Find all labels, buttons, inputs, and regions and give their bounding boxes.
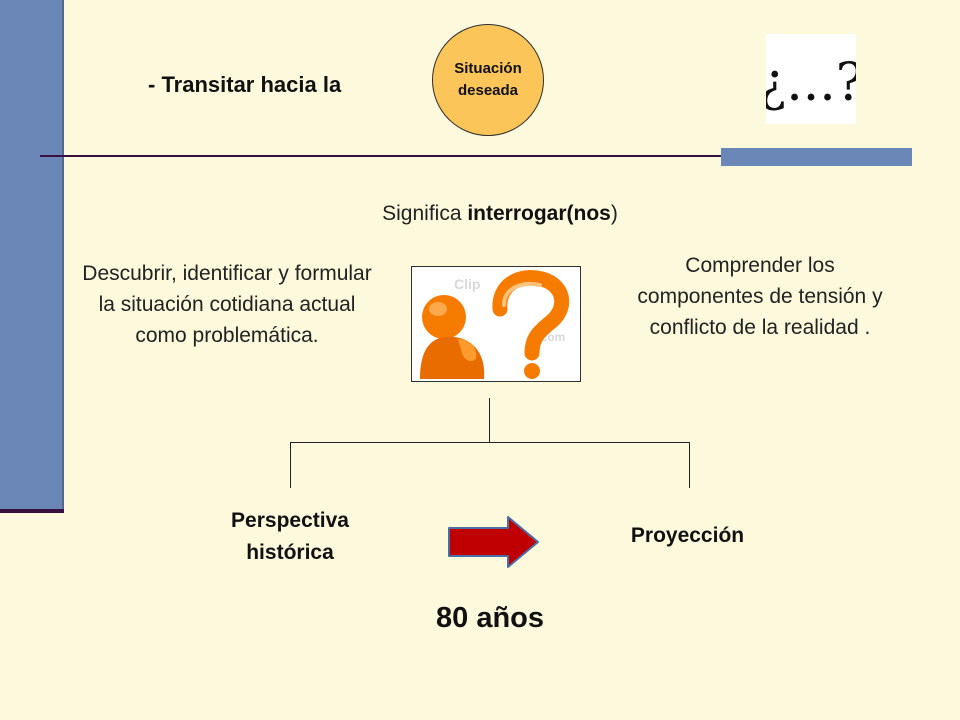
perspectiva-historica-label: Perspectiva histórica <box>200 505 380 569</box>
subtitle-prefix: Significa <box>382 202 468 225</box>
left-description: Descubrir, identificar y formular la sit… <box>82 262 372 347</box>
situacion-deseada-circle: Situación deseada <box>432 24 544 136</box>
left-accent-bar <box>0 0 64 510</box>
tree-horizontal-line <box>290 442 690 443</box>
right-arrow-icon <box>446 514 540 570</box>
circle-label-line2: deseada <box>457 82 519 99</box>
subtitle: Significa interrogar(nos) <box>200 202 800 226</box>
lead-text: - Transitar hacia la <box>148 72 342 97</box>
perspectiva-line2: histórica <box>246 541 334 564</box>
question-glyph-icon: ¿...? <box>758 53 863 113</box>
tree-trunk-line <box>489 398 490 443</box>
perspectiva-line1: Perspectiva <box>231 509 349 532</box>
question-mark-icon: ¿...? <box>758 34 864 124</box>
years-label: 80 años <box>436 602 544 634</box>
proyeccion-label: Proyección <box>630 524 745 547</box>
subtitle-bold: interrogar(nos <box>467 202 611 225</box>
top-divider-accent <box>721 148 912 166</box>
thinking-figure-image: Clip o.com <box>411 266 581 382</box>
tree-left-branch-line <box>290 442 291 488</box>
subtitle-suffix: ) <box>610 202 618 225</box>
top-divider-line <box>40 155 912 157</box>
thinking-figure-icon: Clip o.com <box>412 267 580 381</box>
watermark-text-1: Clip <box>454 276 480 292</box>
left-accent-underline <box>0 509 64 513</box>
tree-right-branch-line <box>689 442 690 488</box>
right-description: Comprender los componentes de tensión y … <box>637 254 883 339</box>
circle-label-line1: Situación <box>454 60 522 77</box>
question-glyph: ¿...? <box>766 53 856 113</box>
